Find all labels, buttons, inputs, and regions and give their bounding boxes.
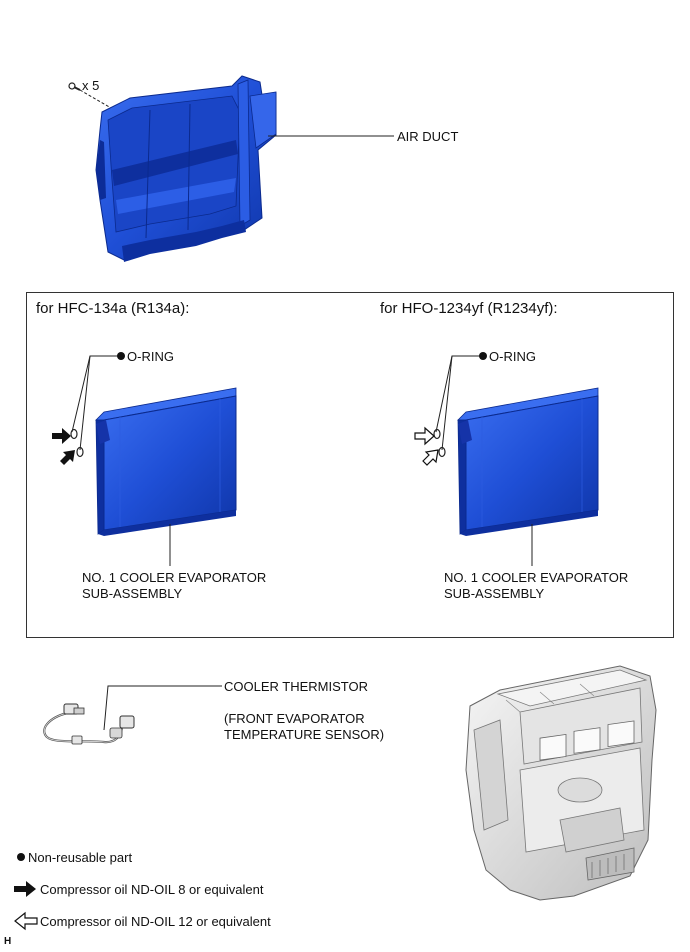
ac-unit-housing-illustration (465, 665, 657, 901)
cooler-thermistor-illustration (43, 703, 135, 745)
legend-filled-arrow-icon (14, 881, 36, 897)
screw-icon (68, 82, 81, 91)
panel-heading-hfo1234yf: for HFO-1234yf (R1234yf): (380, 300, 558, 317)
panel-heading-hfc134a: for HFC-134a (R134a): (36, 300, 190, 317)
refrigerant-variants-panel (26, 292, 674, 638)
evaporator-label-left-line1: NO. 1 COOLER EVAPORATOR (82, 570, 267, 585)
legend-dot-icon (17, 853, 25, 861)
thermistor-sub-label-line1: (FRONT EVAPORATOR (224, 711, 365, 726)
oil-nd12-arrow-icon (414, 426, 439, 466)
screw-quantity-label: x 5 (82, 78, 100, 93)
air-duct-label: AIR DUCT (397, 129, 459, 144)
o-ring-icon (433, 428, 446, 458)
thermistor-leader (103, 685, 222, 731)
o-ring-label-left: O-RING (127, 349, 174, 364)
oil-nd8-arrow-icon (52, 428, 75, 465)
o-ring-leader-right (435, 355, 480, 451)
evaporator-label-left-line2: SUB-ASSEMBLY (82, 586, 183, 601)
evaporator-right-illustration (457, 387, 599, 536)
air-duct-illustration (95, 75, 277, 262)
legend-non-reusable-text: Non-reusable part (28, 850, 133, 865)
evaporator-label-right-line1: NO. 1 COOLER EVAPORATOR (444, 570, 629, 585)
o-ring-leader-left (71, 355, 118, 451)
evaporator-label-right-line2: SUB-ASSEMBLY (444, 586, 545, 601)
non-reusable-dot (479, 352, 487, 360)
o-ring-icon (70, 428, 84, 458)
non-reusable-dot (117, 352, 125, 360)
legend-hollow-arrow-icon (14, 911, 38, 931)
thermistor-label: COOLER THERMISTOR (224, 679, 368, 694)
legend-oil-nd8-text: Compressor oil ND-OIL 8 or equivalent (40, 882, 264, 897)
o-ring-label-right: O-RING (489, 349, 536, 364)
legend-oil-nd12-text: Compressor oil ND-OIL 12 or equivalent (40, 914, 271, 929)
thermistor-sub-label-line2: TEMPERATURE SENSOR) (224, 727, 385, 742)
corner-mark: H (4, 936, 12, 947)
evaporator-left-illustration (95, 387, 237, 536)
